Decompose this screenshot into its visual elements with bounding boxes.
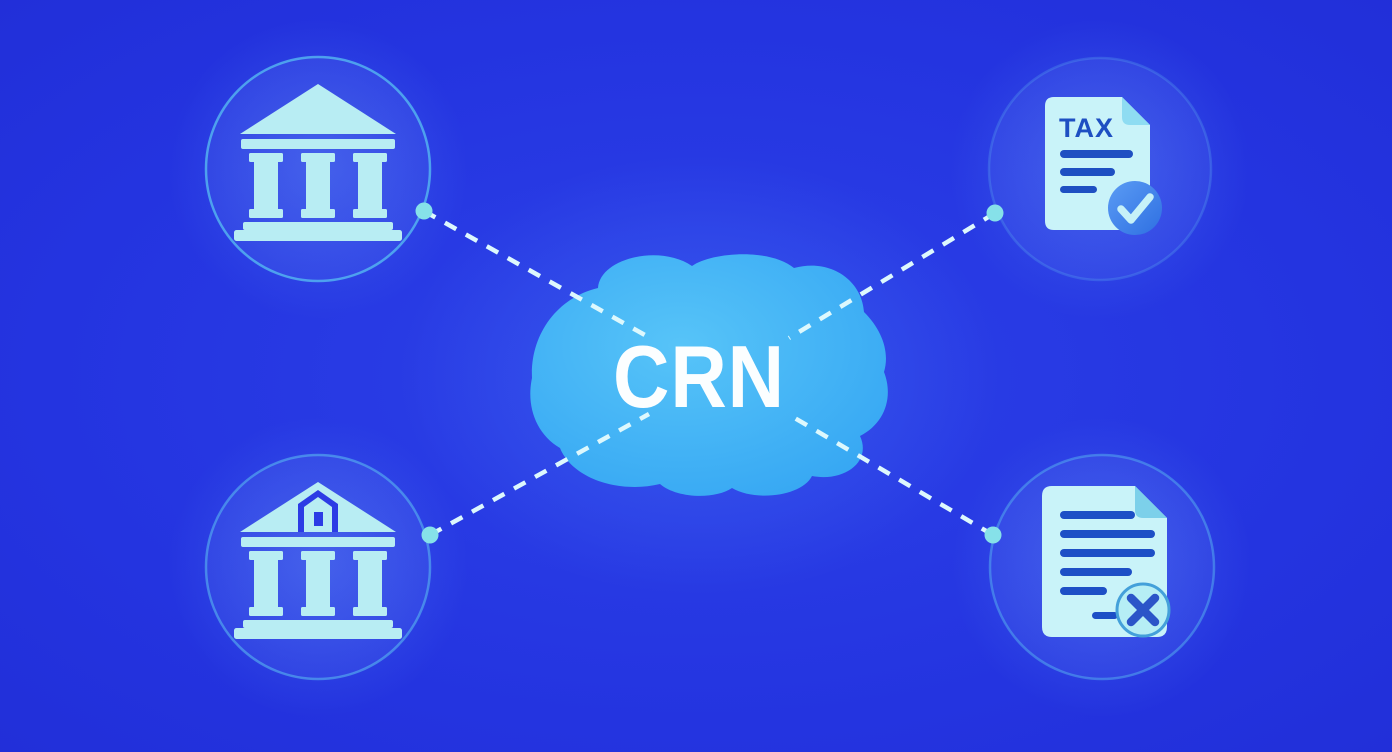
bank-entablature bbox=[241, 537, 395, 547]
connector-dot-bottom-right bbox=[984, 526, 1002, 544]
document-text-lines bbox=[1060, 511, 1155, 619]
connector-dot-bottom-left bbox=[421, 526, 439, 544]
connector-line-bottom-left bbox=[428, 412, 651, 537]
tax-document-icon: TAX bbox=[1045, 97, 1162, 235]
document-icon bbox=[1042, 486, 1171, 638]
document-fold-corner bbox=[1135, 486, 1167, 518]
x-icon bbox=[1126, 593, 1160, 627]
bank-step bbox=[243, 222, 393, 230]
crn-cloud bbox=[530, 254, 888, 496]
document-fold-corner bbox=[1122, 97, 1150, 125]
bank-entablature bbox=[241, 139, 395, 149]
connector-line-bottom-right bbox=[791, 415, 995, 537]
bank-base bbox=[234, 230, 402, 241]
bank-building-door-icon bbox=[234, 482, 402, 639]
connector-line-top-left bbox=[422, 209, 654, 341]
bank-pediment bbox=[240, 84, 396, 134]
bank-step bbox=[243, 620, 393, 628]
bank-columns bbox=[249, 551, 387, 616]
connector-dots bbox=[415, 202, 1004, 544]
connector-line-top-right bbox=[787, 211, 997, 340]
bank-columns bbox=[249, 153, 387, 218]
check-icon bbox=[1117, 193, 1154, 224]
bank-building-icon bbox=[234, 84, 402, 241]
document-text-lines bbox=[1060, 150, 1133, 193]
crn-label: CRN bbox=[613, 327, 785, 426]
connector-dot-top-left bbox=[415, 202, 433, 220]
connector-lines bbox=[422, 209, 997, 537]
tax-label: TAX bbox=[1059, 113, 1114, 143]
bank-base bbox=[234, 628, 402, 639]
check-badge bbox=[1108, 181, 1162, 235]
x-badge bbox=[1115, 582, 1171, 638]
connector-dot-top-right bbox=[986, 204, 1004, 222]
bank-door-slot bbox=[314, 512, 323, 526]
